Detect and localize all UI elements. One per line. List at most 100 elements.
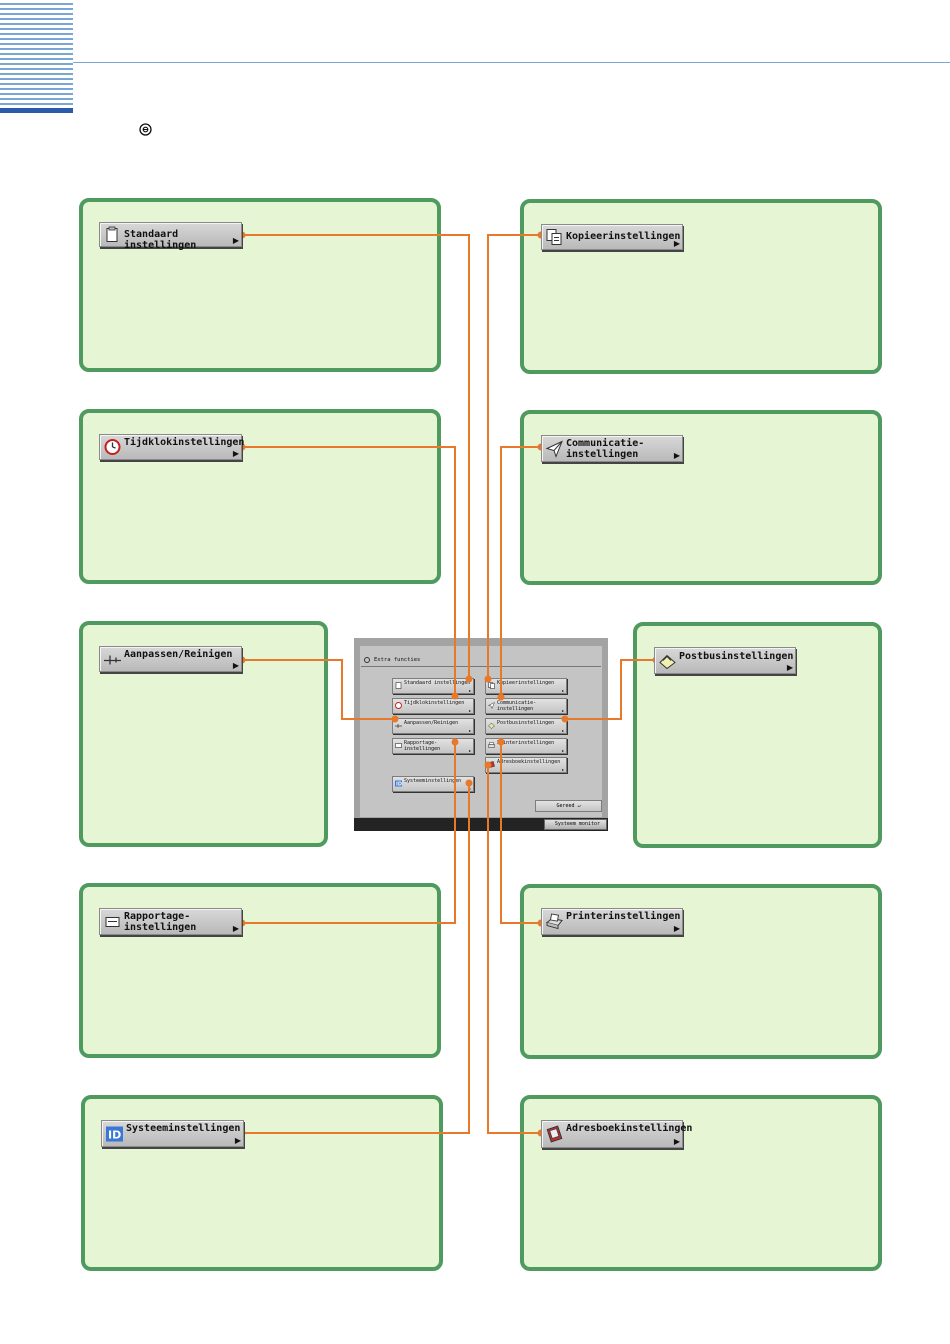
chevron-right-icon: ▸ [561, 728, 564, 733]
screen-button-label: Systeeminstellingen [404, 778, 462, 784]
screen-title-text: Extra functies [374, 657, 421, 663]
connector-kopieer [487, 234, 541, 679]
button-label: Systeeminstellingen [126, 1123, 241, 1134]
aanpassen-reinigen-button[interactable]: Aanpassen/Reinigen ▶ [99, 646, 242, 672]
mailbox-icon [659, 654, 676, 669]
chevron-right-icon: ▶ [673, 239, 680, 248]
chevron-right-icon: ▶ [673, 451, 680, 460]
button-label: Kopieerinstellingen [566, 231, 681, 242]
screen-button-postbusinstellingen[interactable]: Postbusinstellingen ▸ [485, 718, 567, 734]
header-stripe-decoration [0, 0, 73, 108]
panel-communicatie-instellingen [520, 410, 882, 585]
printerinstellingen-button[interactable]: Printerinstellingen ▶ [541, 908, 683, 935]
chevron-right-icon: ▸ [468, 708, 471, 713]
screen-button-label: Aanpassen/Reinigen [404, 720, 459, 726]
systeeminstellingen-button[interactable]: ID Systeeminstellingen ▶ [101, 1120, 244, 1147]
button-label: Rapportage- instellingen [124, 911, 197, 933]
screen-button-kopieerinstellingen[interactable]: Kopieerinstellingen ▸ [485, 678, 567, 694]
connector-tijdklok [242, 446, 456, 696]
button-label: Printerinstellingen [566, 911, 681, 922]
mailbox-icon [488, 722, 495, 729]
screen-divider [361, 666, 601, 667]
screen-button-label: Kopieerinstellingen [497, 680, 555, 686]
chevron-right-icon: ▶ [232, 449, 239, 458]
button-label: Standaard instellingen [124, 229, 197, 251]
header-stripe-bar [0, 108, 73, 113]
connector-printer [500, 742, 541, 924]
chevron-right-icon: ▶ [234, 1136, 241, 1145]
chevron-right-icon: ▶ [232, 661, 239, 670]
screen-button-standaard-instellingen[interactable]: Standaard instellingen ▸ [392, 678, 474, 694]
printer-icon [488, 742, 495, 748]
extra-functions-icon [139, 123, 152, 136]
screen-button-label: Tijdklokinstellingen [404, 700, 465, 706]
printer-icon [546, 913, 563, 929]
screen-button-label: Postbusinstellingen [497, 720, 555, 726]
postbusinstellingen-button[interactable]: Postbusinstellingen ▶ [654, 647, 796, 674]
screen-button-label: Printerinstellingen [497, 740, 555, 746]
screen-title: Extra functies [364, 657, 421, 663]
gereed-button[interactable]: Gereed ↵ [535, 800, 602, 812]
extra-functions-icon [364, 657, 370, 663]
chevron-right-icon: ▶ [232, 924, 239, 933]
adjust-icon [104, 655, 121, 665]
connector-postbus [565, 659, 656, 720]
adresboekinstellingen-button[interactable]: Adresboekinstellingen ▶ [541, 1120, 692, 1148]
chevron-right-icon: ▸ [561, 767, 564, 772]
communicatie-instellingen-button[interactable]: Communicatie- instellingen ▶ [541, 435, 683, 462]
paper-plane-icon [488, 702, 495, 709]
standaard-instellingen-button[interactable]: Standaard instellingen ▶ [99, 222, 242, 251]
system-monitor-label: Systeem monitor [554, 821, 600, 827]
chevron-right-icon: ▸ [468, 728, 471, 733]
screen-button-systeeminstellingen[interactable]: ID Systeeminstellingen▸ [392, 776, 474, 792]
address-book-icon [546, 1125, 563, 1143]
chevron-right-icon: ▶ [232, 236, 239, 245]
id-badge-icon: ID [395, 780, 402, 787]
extra-functions-screen: Extra functies Standaard instellingen ▸ K… [354, 638, 608, 831]
copy-icon [488, 682, 495, 689]
button-label: Postbusinstellingen [679, 651, 794, 662]
system-monitor-button[interactable]: Systeem monitor [544, 819, 607, 830]
screen-button-communicatie-instellingen[interactable]: Communicatie- instellingen ▸ [485, 698, 567, 714]
rapportage-instellingen-button[interactable]: Rapportage- instellingen ▶ [99, 908, 242, 935]
report-icon [105, 916, 120, 927]
connector-standaard [242, 234, 470, 679]
id-badge-icon: ID [106, 1126, 123, 1141]
chevron-right-icon: ▶ [786, 663, 793, 672]
button-label: Aanpassen/Reinigen [124, 649, 233, 660]
chevron-right-icon: ▶ [673, 924, 680, 933]
chevron-right-icon: ▸ [561, 708, 564, 713]
document-icon [106, 226, 118, 242]
screen-button-printerinstellingen[interactable]: Printerinstellingen ▸ [485, 738, 567, 754]
report-icon [395, 743, 402, 748]
screen-button-label: Adresboekinstellingen [497, 759, 561, 765]
connector-systeem [242, 783, 470, 1134]
screen-button-aanpassen-reinigen[interactable]: Aanpassen/Reinigen ▸ [392, 718, 474, 734]
screen-button-label: Standaard instellingen [404, 680, 471, 686]
button-label: Tijdklokinstellingen [124, 437, 245, 448]
connector-aanpassen [242, 659, 395, 720]
connector-rapportage [242, 742, 456, 924]
paper-plane-icon [546, 440, 563, 457]
kopieerinstellingen-button[interactable]: Kopieerinstellingen ▶ [541, 224, 683, 250]
adjust-icon [395, 724, 402, 728]
chevron-right-icon: ▶ [673, 1137, 680, 1146]
clock-icon [104, 439, 121, 455]
tijdklokinstellingen-button[interactable]: Tijdklokinstellingen ▶ [99, 434, 245, 460]
screen-button-label: Rapportage- instellingen [404, 740, 441, 752]
connector-communicatie [500, 446, 541, 697]
gereed-label: Gereed [556, 803, 575, 809]
screen-button-label: Communicatie- instellingen [497, 700, 537, 712]
screen-content-area: Extra functies Standaard instellingen ▸ K… [360, 646, 602, 817]
chevron-right-icon: ▸ [468, 688, 471, 693]
button-label: Adresboekinstellingen [566, 1123, 693, 1134]
header-rule [73, 62, 950, 63]
chevron-right-icon: ▸ [468, 748, 471, 753]
chevron-right-icon: ▸ [561, 748, 564, 753]
svg-text:ID: ID [108, 1128, 121, 1141]
document-icon [395, 682, 402, 689]
chevron-right-icon: ▸ [561, 688, 564, 693]
connector-adresboek [487, 765, 541, 1134]
clock-icon [395, 702, 402, 709]
screen-button-tijdklokinstellingen[interactable]: Tijdklokinstellingen▸ [392, 698, 474, 714]
